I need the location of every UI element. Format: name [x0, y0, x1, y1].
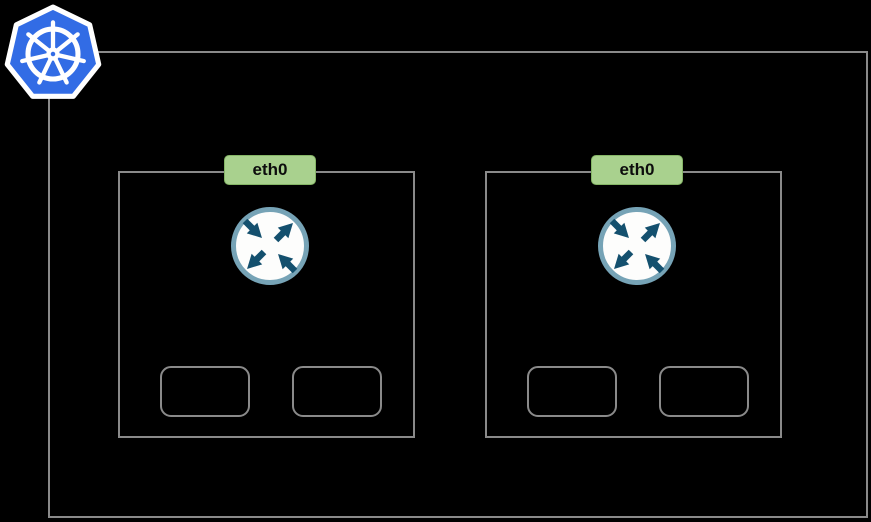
pod-box — [527, 366, 617, 417]
router-icon — [230, 206, 310, 286]
cluster-box — [48, 51, 868, 518]
router-icon-svg — [598, 207, 676, 285]
interface-badge: eth0 — [591, 155, 683, 185]
kubernetes-logo-icon — [4, 4, 102, 99]
router-icon-svg — [231, 207, 309, 285]
pod-box — [292, 366, 382, 417]
pod-box — [160, 366, 250, 417]
pod-box — [659, 366, 749, 417]
interface-badge: eth0 — [224, 155, 316, 185]
router-icon — [597, 206, 677, 286]
node-box-1: eth0 — [118, 155, 415, 438]
node-box-2: eth0 — [485, 155, 782, 438]
